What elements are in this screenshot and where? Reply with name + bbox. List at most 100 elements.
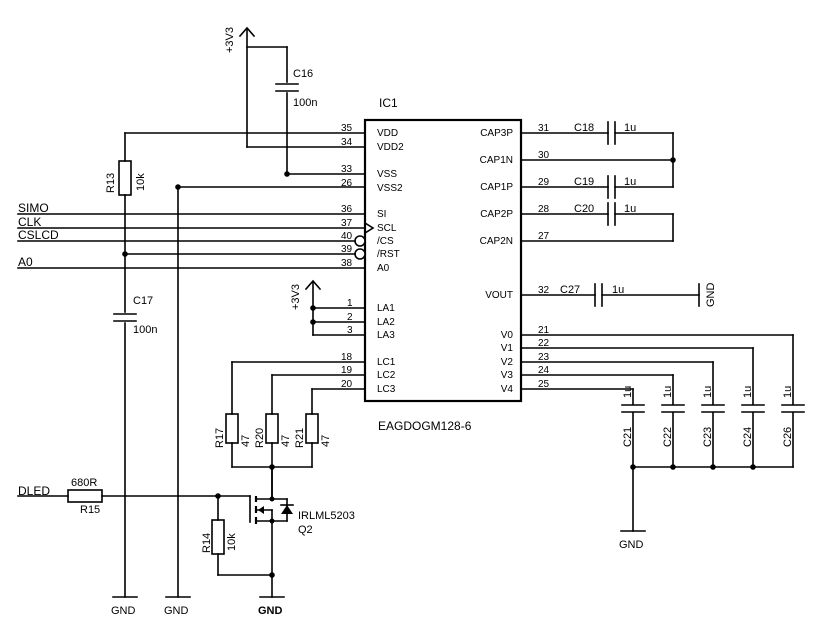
pin-num-2: 2 [347,312,353,323]
vdd-supply: +3V3 C16 100n [224,26,317,177]
r14-val: 10k [226,533,238,551]
q2-arrow [258,506,264,514]
pin-num-32: 32 [538,285,550,296]
pin-num-3: 3 [347,325,353,336]
pin-num-23: 23 [538,352,550,363]
ic-left-wires [17,132,366,390]
signal-dled: DLED [18,484,50,498]
c16-val: 100n [293,97,317,109]
pin-name-la2: LA2 [377,317,395,328]
pin-name-la1: LA1 [377,303,395,314]
pin-num-37: 37 [341,218,353,229]
pin-name-vout: VOUT [485,290,513,301]
pin-name-lc2: LC2 [377,370,396,381]
pin-num-24: 24 [538,365,550,376]
signal-a0: A0 [18,255,33,269]
q2-val: IRLML5203 [298,510,355,522]
r13-c17-column: R13 10k C17 100n GND [105,132,157,617]
pin-num-28: 28 [538,204,550,215]
pin-name-a0: A0 [377,263,390,274]
v33-arrow-la [304,279,322,291]
c17-val: 100n [133,324,157,336]
r20-body [265,413,279,444]
cs-bubble [354,235,366,247]
pin-name-cap1n: CAP1N [480,155,513,166]
pin-name-la3: LA3 [377,330,395,341]
signal-cslcd: CSLCD [18,228,59,242]
c26-ref: C26 [782,427,794,447]
c23-val: 1u [702,386,714,398]
r13-val: 10k [135,173,147,191]
ic1-body [363,118,523,403]
r13-body [118,160,132,196]
r14-ref: R14 [201,533,213,553]
la-supply: +3V3 [290,279,322,336]
r15-body [67,489,103,503]
backlight-driver: DLED 680R R15 R14 10k [17,466,355,617]
pin-name-v2: V2 [501,357,514,368]
pin-num-39: 39 [341,244,353,255]
v33-label-la: +3V3 [290,284,302,310]
pin-name-vss: VSS [377,169,397,180]
pin-num-29: 29 [538,177,550,188]
r14-body [211,519,225,555]
c27-val: 1u [612,284,624,296]
pin-num-20: 20 [341,379,353,390]
pin-name-cs: /CS [377,236,394,247]
signal-clk: CLK [18,215,41,229]
vss2-ground: GND [164,184,191,617]
pin-name-si: SI [377,209,386,220]
c23-ref: C23 [702,427,714,447]
c22-val: 1u [662,386,674,398]
c24-val: 1u [742,386,754,398]
c27-ref: C27 [560,284,580,296]
pin-num-1: 1 [347,298,353,309]
lc-resistors: R17 47 R20 47 R21 47 [214,361,332,498]
c20-val: 1u [624,203,636,215]
r21-ref: R21 [294,428,306,448]
pin-num-26: 26 [341,178,353,189]
r17-ref: R17 [214,428,226,448]
c21-ref: C21 [622,427,634,447]
r20-ref: R20 [254,428,266,448]
gnd-label-vout: GND [705,283,717,308]
q2-ref: Q2 [298,524,313,536]
r15-val: 680R [71,477,97,489]
r13-ref: R13 [105,173,117,193]
pin-name-vss2: VSS2 [377,183,403,194]
r17-body [225,413,239,444]
gnd-label-1: GND [111,605,136,617]
c17-ref: C17 [133,295,153,307]
c20-ref: C20 [574,203,594,215]
v33-arrow-top [238,26,256,38]
ic1-ref: IC1 [379,96,398,110]
pin-num-34: 34 [341,137,353,148]
pin-num-38: 38 [341,258,353,269]
pin-name-rst: /RST [377,249,400,260]
pin-num-31: 31 [538,123,550,134]
c24-ref: C24 [742,427,754,447]
pin-name-lc1: LC1 [377,357,396,368]
pin-num-36: 36 [341,204,353,215]
scl-clock-marker [363,221,375,235]
pin-name-cap3p: CAP3P [480,128,513,139]
pin-num-19: 19 [341,365,353,376]
r17-val: 47 [240,435,252,447]
gnd-label-4: GND [619,539,644,551]
signal-simo: SIMO [18,201,49,215]
q2-body-diode [281,505,293,514]
c18-ref: C18 [574,122,594,134]
pin-name-cap1p: CAP1P [480,182,513,193]
pin-num-33: 33 [341,164,353,175]
gnd-label-3: GND [258,605,283,617]
pin-num-30: 30 [538,150,550,161]
ic1: IC1 EAGDOGM128-6 VDD VDD2 VSS VSS2 SI SC… [341,96,550,433]
c22-ref: C22 [662,427,674,447]
pin-num-40: 40 [341,231,353,242]
pin-name-v4: V4 [501,384,514,395]
rst-bubble [354,248,366,260]
pin-name-vdd2: VDD2 [377,142,404,153]
pin-num-22: 22 [538,338,550,349]
r15-ref: R15 [80,504,100,516]
